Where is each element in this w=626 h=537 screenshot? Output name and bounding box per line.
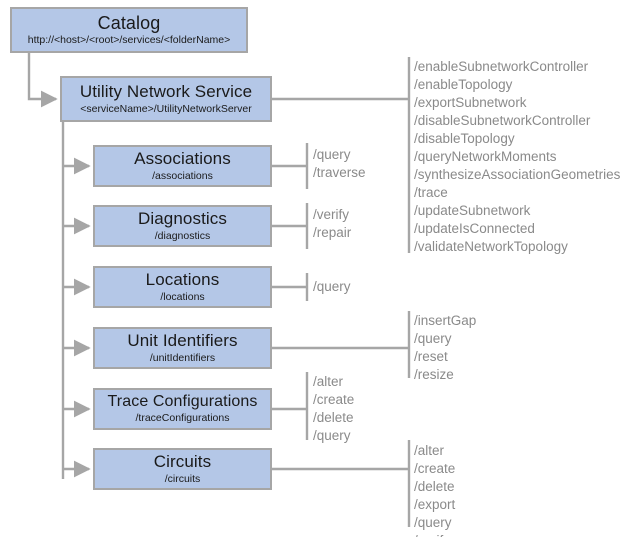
operation-item: /verify	[313, 207, 350, 222]
operation-list-locations: /query	[313, 278, 351, 296]
node-diagnostics[interactable]: Diagnostics /diagnostics	[93, 205, 272, 247]
operation-item: /repair	[313, 225, 352, 240]
operation-item: /synthesizeAssociationGeometries	[414, 167, 621, 182]
node-unit-identifiers-title: Unit Identifiers	[127, 331, 238, 351]
operation-item: /alter	[313, 374, 344, 389]
node-locations-title: Locations	[145, 270, 220, 290]
operation-list-associations: /query/traverse	[313, 146, 366, 182]
operation-item: /query	[414, 515, 452, 530]
operation-item: /reset	[414, 349, 448, 364]
operation-list-circuits: /alter/create/delete/export/query/verify	[414, 442, 455, 537]
node-associations-title: Associations	[134, 149, 231, 169]
node-catalog[interactable]: Catalog http://<host>/<root>/services/<f…	[10, 7, 248, 53]
node-utility-network-service-title: Utility Network Service	[79, 82, 253, 102]
operation-item: /create	[414, 461, 456, 476]
operation-item: /validateNetworkTopology	[414, 239, 568, 254]
node-unit-identifiers[interactable]: Unit Identifiers /unitIdentifiers	[93, 327, 272, 369]
node-circuits-title: Circuits	[153, 452, 212, 472]
operation-item: /alter	[414, 443, 445, 458]
operation-list-utility-network-service: /enableSubnetworkController/enableTopolo…	[414, 58, 620, 256]
operation-list-diagnostics: /verify/repair	[313, 206, 351, 242]
operation-item: /query	[313, 279, 351, 294]
operation-item: /updateSubnetwork	[414, 203, 531, 218]
node-associations-path: /associations	[152, 169, 213, 182]
operation-item: /query	[313, 147, 351, 162]
operation-item: /delete	[313, 410, 354, 425]
operation-item: /trace	[414, 185, 448, 200]
node-trace-configurations-path: /traceConfigurations	[135, 412, 230, 425]
operation-item: /create	[313, 392, 355, 407]
node-catalog-path: http://<host>/<root>/services/<folderNam…	[27, 34, 231, 47]
operation-item: /query	[414, 331, 452, 346]
operation-item: /enableSubnetworkController	[414, 59, 589, 74]
operation-item: /exportSubnetwork	[414, 95, 527, 110]
operation-list-unit-identifiers: /insertGap/query/reset/resize	[414, 312, 476, 384]
node-utility-network-service[interactable]: Utility Network Service <serviceName>/Ut…	[60, 76, 272, 122]
node-trace-configurations[interactable]: Trace Configurations /traceConfiguration…	[93, 388, 272, 430]
node-unit-identifiers-path: /unitIdentifiers	[149, 351, 216, 364]
node-catalog-title: Catalog	[97, 12, 161, 33]
node-associations[interactable]: Associations /associations	[93, 145, 272, 187]
operation-item: /query	[313, 428, 351, 443]
operation-item: /updateIsConnected	[414, 221, 535, 236]
wire-catalog-to-utility-network-service	[27, 53, 58, 108]
operation-item: /traverse	[313, 165, 366, 180]
node-trace-configurations-title: Trace Configurations	[107, 392, 258, 410]
operation-item: /resize	[414, 367, 454, 382]
operation-item: /delete	[414, 479, 455, 494]
operation-list-trace-configurations: /alter/create/delete/query	[313, 373, 354, 445]
operation-item: /queryNetworkMoments	[414, 149, 557, 164]
operation-item: /disableSubnetworkController	[414, 113, 591, 128]
node-circuits[interactable]: Circuits /circuits	[93, 448, 272, 490]
operation-item: /disableTopology	[414, 131, 515, 146]
node-locations-path: /locations	[160, 290, 205, 303]
node-utility-network-service-path: <serviceName>/UtilityNetworkServer	[80, 102, 252, 115]
node-locations[interactable]: Locations /locations	[93, 266, 272, 308]
operation-item: /export	[414, 497, 456, 512]
node-diagnostics-path: /diagnostics	[154, 229, 211, 242]
operation-item: /insertGap	[414, 313, 477, 328]
operation-item: /verify	[414, 532, 455, 537]
node-circuits-path: /circuits	[164, 472, 201, 485]
operation-item: /enableTopology	[414, 77, 513, 92]
node-diagnostics-title: Diagnostics	[138, 209, 227, 229]
